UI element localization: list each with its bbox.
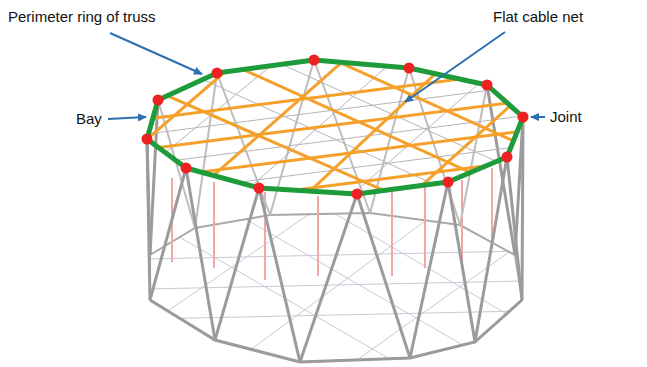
flat-cable-net <box>100 40 600 215</box>
lower-ring-front <box>150 300 522 362</box>
callout-label: Bay <box>76 110 102 128</box>
callout-label: Perimeter ring of truss <box>8 8 156 26</box>
perimeter-ring <box>147 60 523 194</box>
joint-dots <box>142 55 529 200</box>
callout-label: Joint <box>550 108 582 126</box>
callout-label: Flat cable net <box>493 8 583 26</box>
leader-arrows <box>108 32 545 119</box>
